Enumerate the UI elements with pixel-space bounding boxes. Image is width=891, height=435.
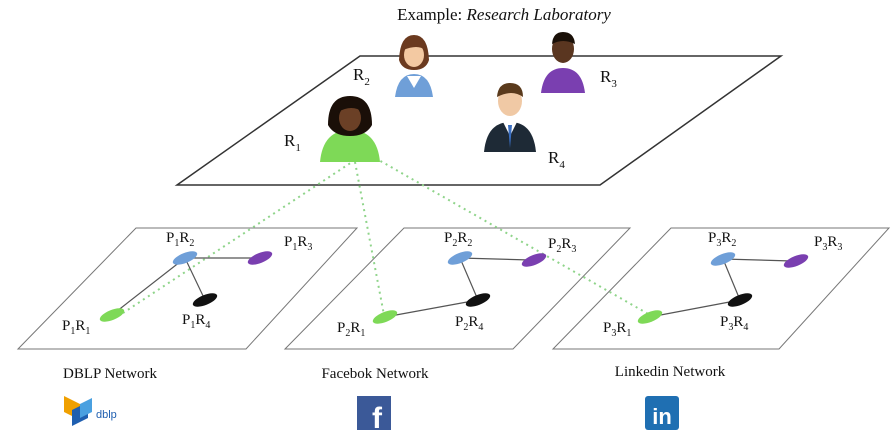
label-r1: R1 bbox=[284, 131, 301, 154]
title-prefix: Example: bbox=[397, 5, 466, 24]
node-p2r3 bbox=[521, 253, 547, 267]
node-p3r4 bbox=[727, 293, 753, 307]
dblp-logo: dblp bbox=[64, 396, 117, 426]
svg-text:f: f bbox=[372, 402, 383, 435]
label-p2r1: P2R1 bbox=[337, 320, 365, 339]
label-p3r2: P3R2 bbox=[708, 230, 736, 249]
svg-text:dblp: dblp bbox=[96, 409, 117, 421]
label-p1r4: P1R4 bbox=[182, 312, 210, 331]
label-r3: R3 bbox=[600, 67, 617, 90]
network-graph-facebook bbox=[372, 251, 547, 324]
node-p3r3 bbox=[783, 254, 809, 268]
label-r2: R2 bbox=[353, 65, 370, 88]
node-p3r1 bbox=[637, 310, 663, 324]
label-p2r4: P2R4 bbox=[455, 314, 483, 333]
person-r4-icon bbox=[484, 83, 536, 152]
label-p2r2: P2R2 bbox=[444, 230, 472, 249]
person-r3-icon bbox=[541, 32, 585, 93]
node-p2r2 bbox=[447, 251, 473, 265]
linkedin-logo: in bbox=[645, 396, 679, 430]
person-r2-icon bbox=[395, 35, 433, 97]
node-p2r1 bbox=[372, 310, 398, 324]
network-graph-linkedin bbox=[637, 252, 809, 324]
node-p1r1 bbox=[99, 308, 125, 322]
node-p3r2 bbox=[710, 252, 736, 266]
identity-links bbox=[119, 154, 651, 316]
node-p2r4 bbox=[465, 293, 491, 307]
identity-link-facebook bbox=[354, 161, 385, 316]
label-p2r3: P2R3 bbox=[548, 236, 576, 255]
caption-dblp: DBLP Network bbox=[63, 366, 158, 382]
caption-linkedin: Linkedin Network bbox=[615, 364, 726, 380]
label-r4: R4 bbox=[548, 148, 565, 171]
node-p1r2 bbox=[172, 251, 198, 265]
identity-link-dblp bbox=[119, 159, 356, 316]
label-p3r1: P3R1 bbox=[603, 320, 631, 339]
person-r1-icon bbox=[320, 96, 380, 162]
label-p3r4: P3R4 bbox=[720, 314, 748, 333]
lab-plane bbox=[174, 55, 784, 186]
label-p1r3: P1R3 bbox=[284, 234, 312, 253]
svg-text:in: in bbox=[652, 404, 672, 429]
diagram-title: Example: Research Laboratory bbox=[397, 5, 611, 24]
label-p1r2: P1R2 bbox=[166, 230, 194, 249]
network-graph-dblp bbox=[99, 251, 273, 322]
node-p1r3 bbox=[247, 251, 273, 265]
node-p1r4 bbox=[192, 293, 218, 307]
facebook-logo: f bbox=[357, 396, 391, 435]
label-p3r3: P3R3 bbox=[814, 234, 842, 253]
label-p1r1: P1R1 bbox=[62, 318, 90, 337]
caption-facebook: Facebok Network bbox=[321, 366, 429, 382]
title-emphasis: Research Laboratory bbox=[466, 5, 612, 24]
